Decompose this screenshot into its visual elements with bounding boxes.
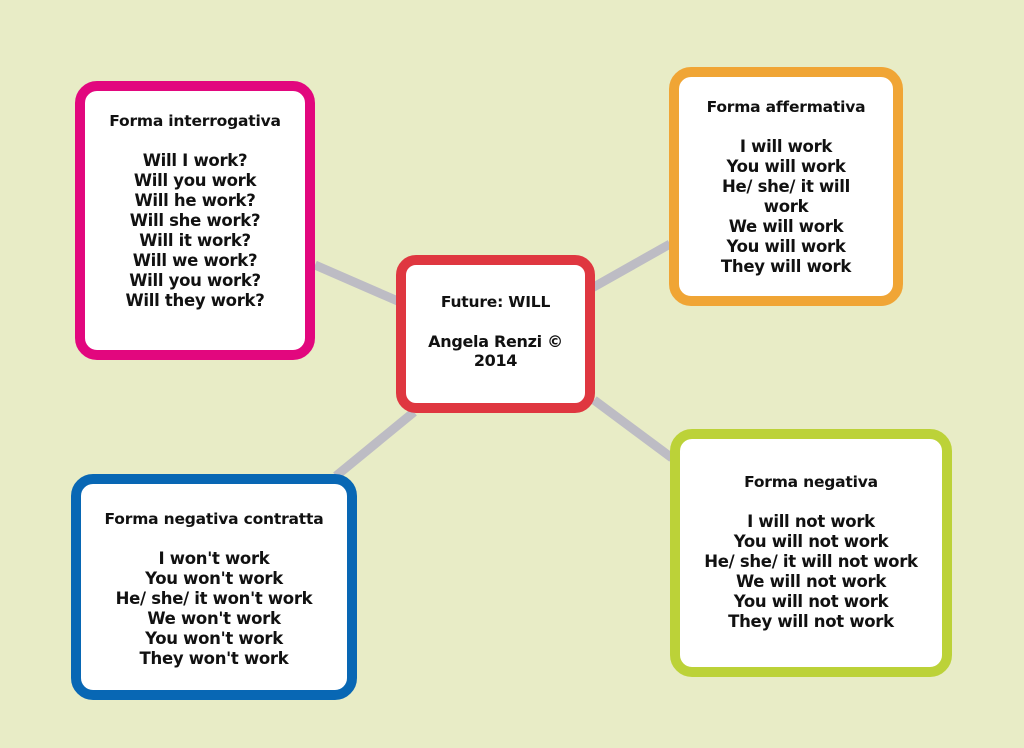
text-line: Will it work?	[139, 231, 251, 250]
text-line: We will work	[728, 217, 844, 236]
text-line: Will we work?	[132, 251, 258, 270]
connector-negative	[591, 396, 675, 462]
node-title: Forma negativa	[744, 473, 878, 491]
text-line: I will not work	[747, 512, 875, 531]
text-line: They will not work	[728, 612, 894, 631]
node-center-future-will: Future: WILL Angela Renzi ©2014	[396, 255, 595, 413]
text-line: They will work	[720, 257, 852, 276]
text-line: You will work	[726, 237, 846, 256]
text-line: They won't work	[139, 649, 289, 668]
text-line: We will not work	[735, 572, 887, 591]
text-line: Angela Renzi ©	[428, 332, 563, 351]
connector-affirmative	[589, 240, 673, 292]
connector-negative-contracted	[333, 408, 417, 480]
node-title: Forma negativa contratta	[104, 510, 324, 528]
node-title: Forma interrogativa	[109, 112, 281, 130]
text-line: 2014	[473, 351, 518, 370]
text-line: You won't work	[145, 569, 283, 588]
text-line: You will work	[726, 157, 846, 176]
text-line: Will he work?	[134, 191, 256, 210]
author-credit: Angela Renzi ©2014	[428, 332, 563, 370]
text-line: You will not work	[733, 532, 889, 551]
text-line: Will she work?	[129, 211, 261, 230]
text-line: I won't work	[158, 549, 270, 568]
text-line: He/ she/ it will not work	[704, 552, 918, 571]
text-line: Will you work	[133, 171, 257, 190]
node-title: Forma affermativa	[706, 98, 866, 116]
text-line: You will not work	[733, 592, 889, 611]
text-line: He/ she/ it won't work	[115, 589, 313, 608]
text-line: I will work	[739, 137, 833, 156]
connector-interrogative	[313, 260, 402, 307]
text-line: He/ she/ it will work	[722, 177, 850, 216]
text-line: Will you work?	[129, 271, 261, 290]
text-line: You won't work	[145, 629, 283, 648]
node-forma-interrogativa: Forma interrogativa Will I work?Will you…	[75, 81, 315, 360]
text-line: We won't work	[147, 609, 281, 628]
text-line: Will they work?	[125, 291, 265, 310]
text-line: Will I work?	[142, 151, 248, 170]
central-topic-title: Future: WILL	[440, 293, 551, 311]
